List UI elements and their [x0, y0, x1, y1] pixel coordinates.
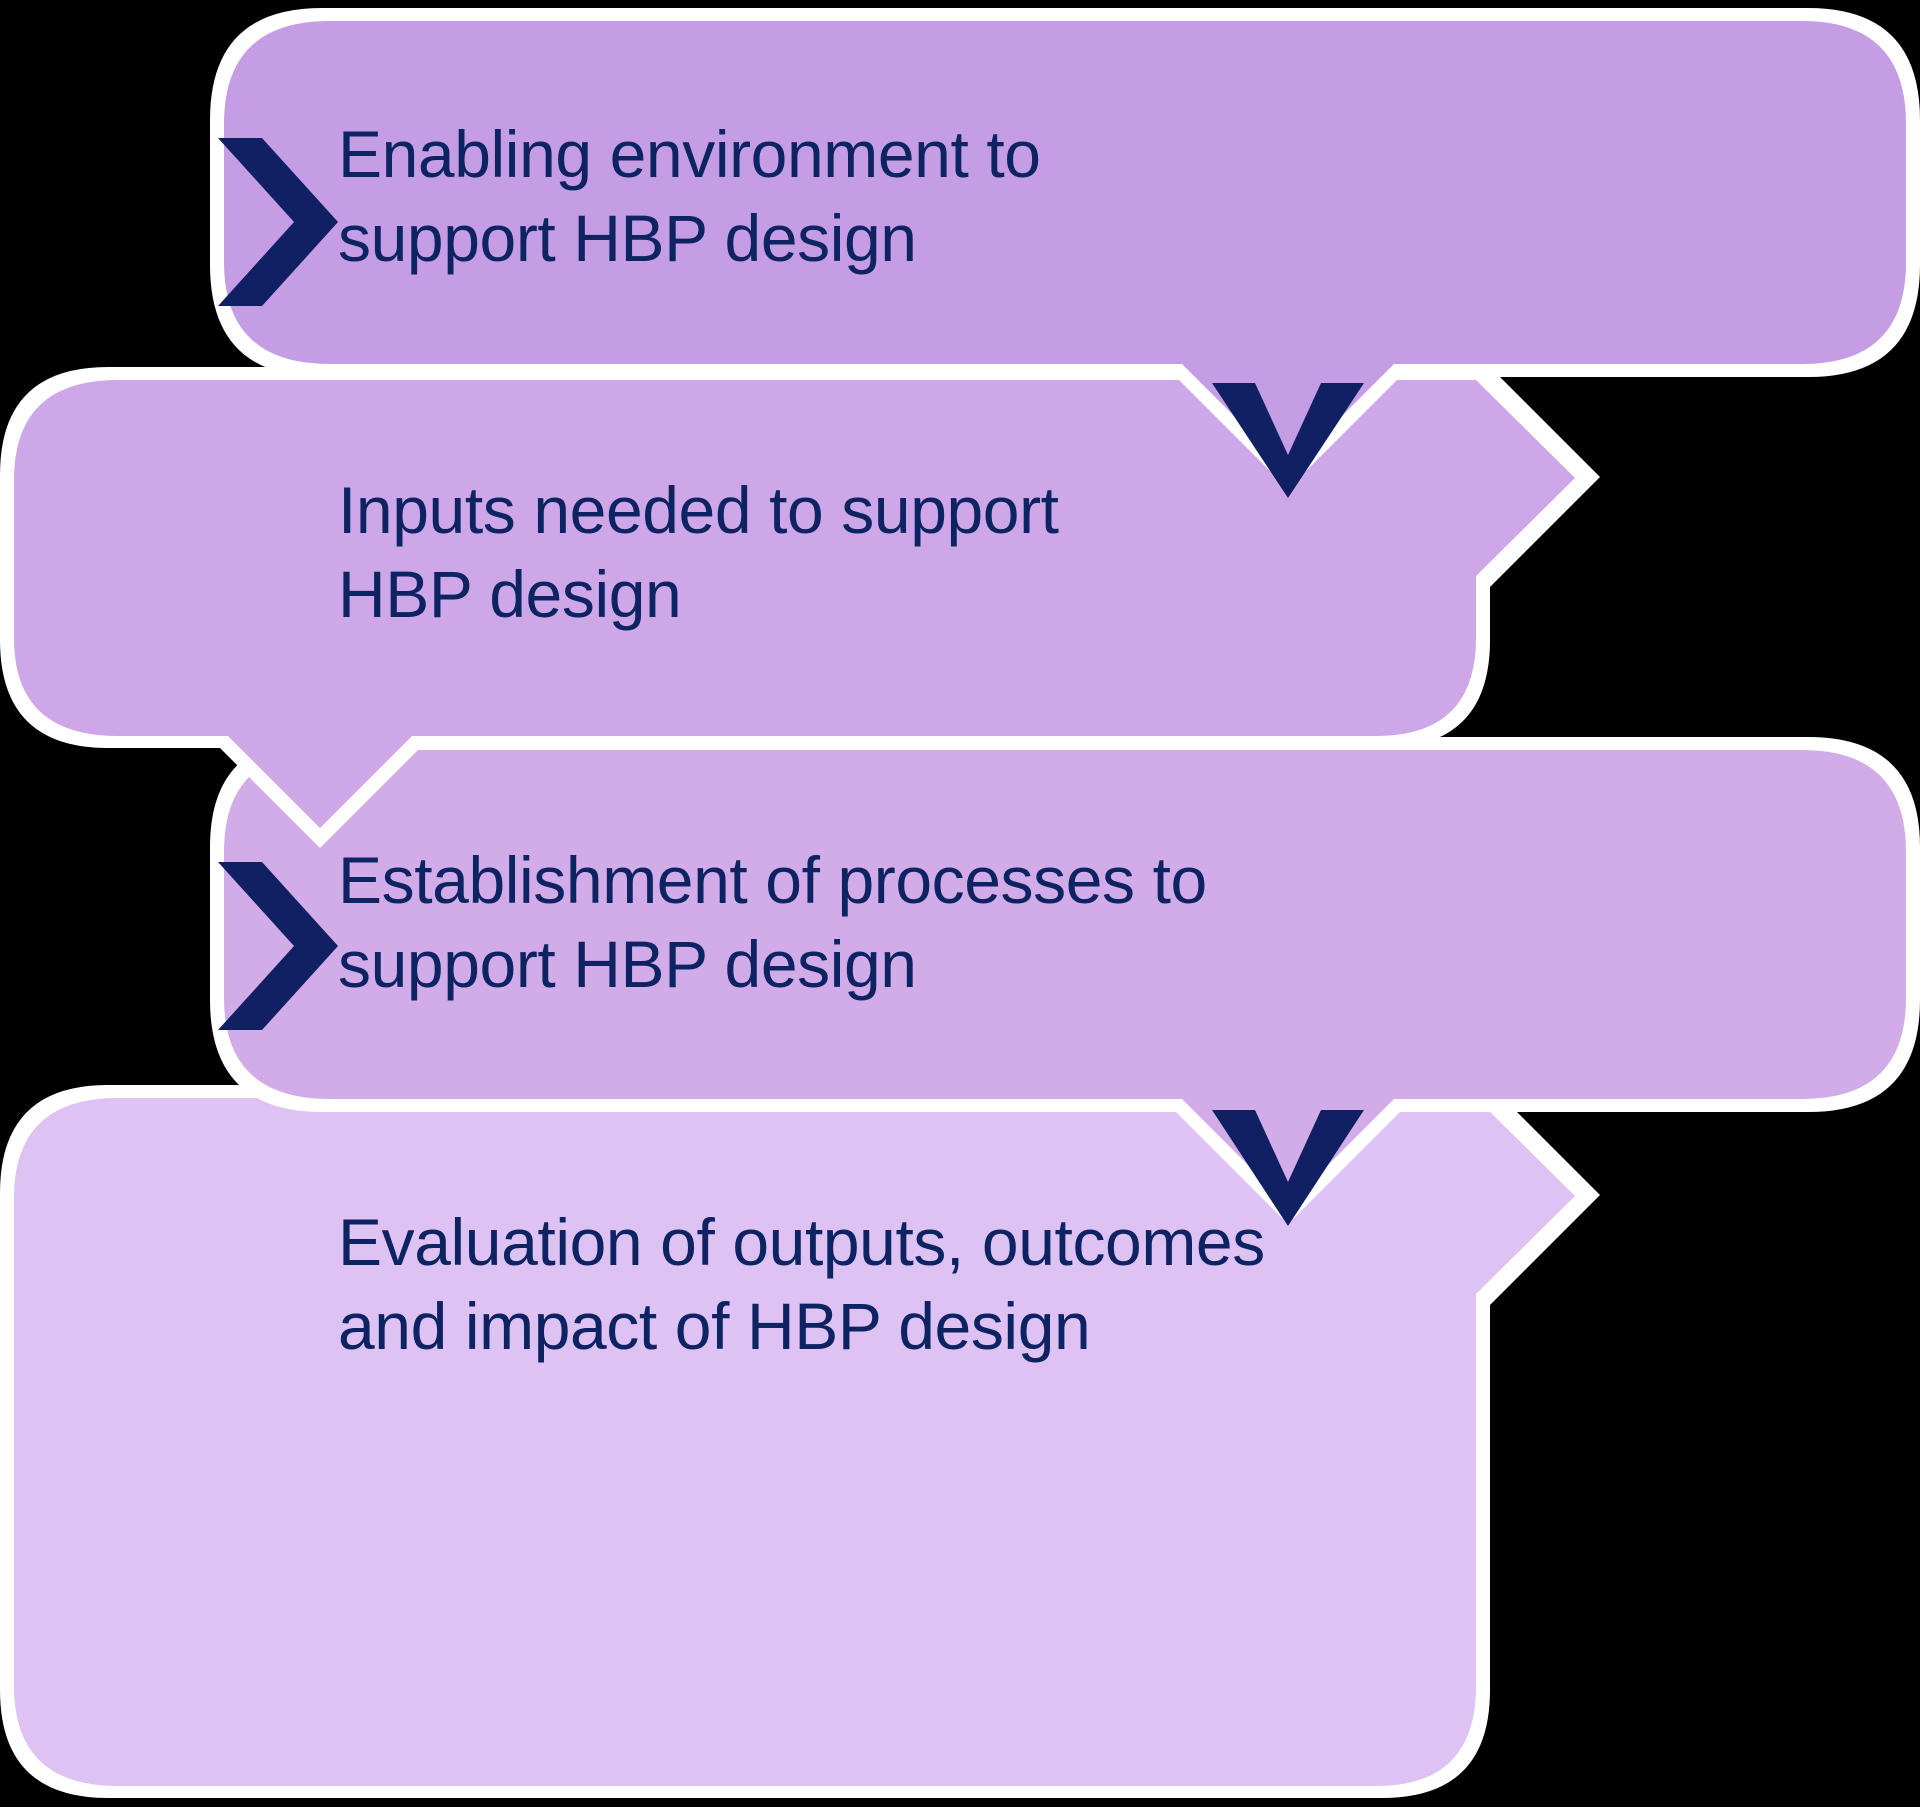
step-4-fill [14, 1098, 1575, 1786]
step-3-fill [224, 750, 1906, 1205]
chevron-down-icon [1212, 1110, 1364, 1226]
step-1-fill [224, 21, 1906, 470]
chevron-right-icon [218, 862, 338, 1030]
chevron-right-icon [218, 138, 338, 306]
chevron-down-icon [1212, 383, 1364, 498]
step-2-fill [14, 380, 1575, 828]
